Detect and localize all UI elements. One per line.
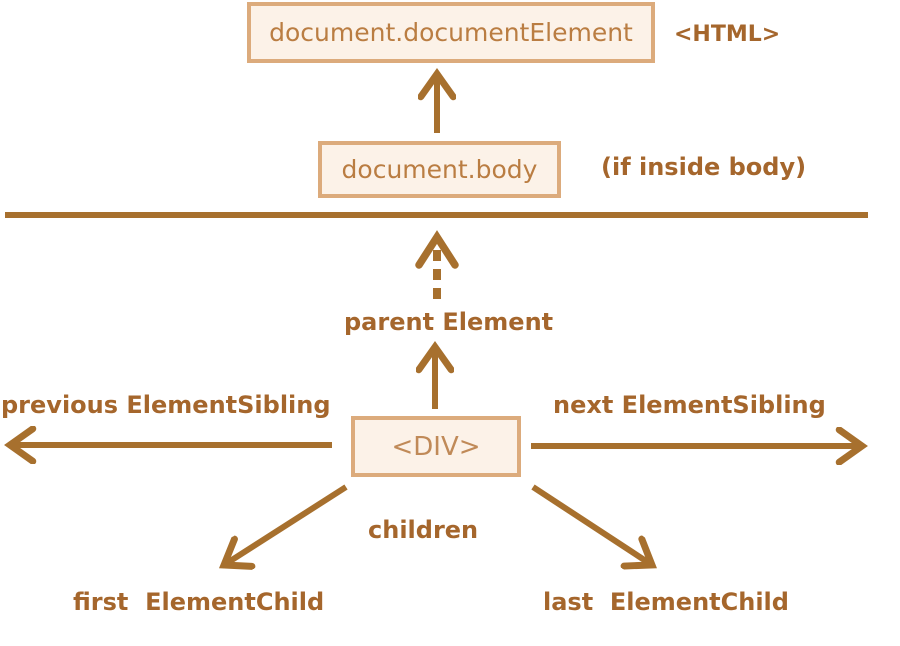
first-child-arrow [224, 484, 348, 565]
div-box: <DIV> [351, 416, 521, 477]
document-body-label: document.body [341, 155, 538, 184]
children-label: children [368, 516, 479, 544]
document-body-box: document.body [318, 141, 561, 198]
last-child-arrow [531, 484, 652, 565]
document-documentelement-label: document.documentElement [269, 18, 633, 47]
html-tag-label: <HTML> [674, 22, 781, 47]
previous-element-sibling-label: previous ElementSibling [1, 391, 331, 419]
document-documentelement-box: document.documentElement [247, 2, 655, 63]
if-inside-body-label: (if inside body) [601, 153, 807, 181]
parent-dashed-arrow-head [415, 230, 459, 269]
first-element-child-label: first ElementChild [73, 588, 325, 616]
last-element-child-label: last ElementChild [543, 588, 789, 616]
parent-element-label: parent Element [344, 308, 554, 336]
div-label: <DIV> [391, 431, 481, 462]
next-element-sibling-label: next ElementSibling [553, 391, 826, 419]
